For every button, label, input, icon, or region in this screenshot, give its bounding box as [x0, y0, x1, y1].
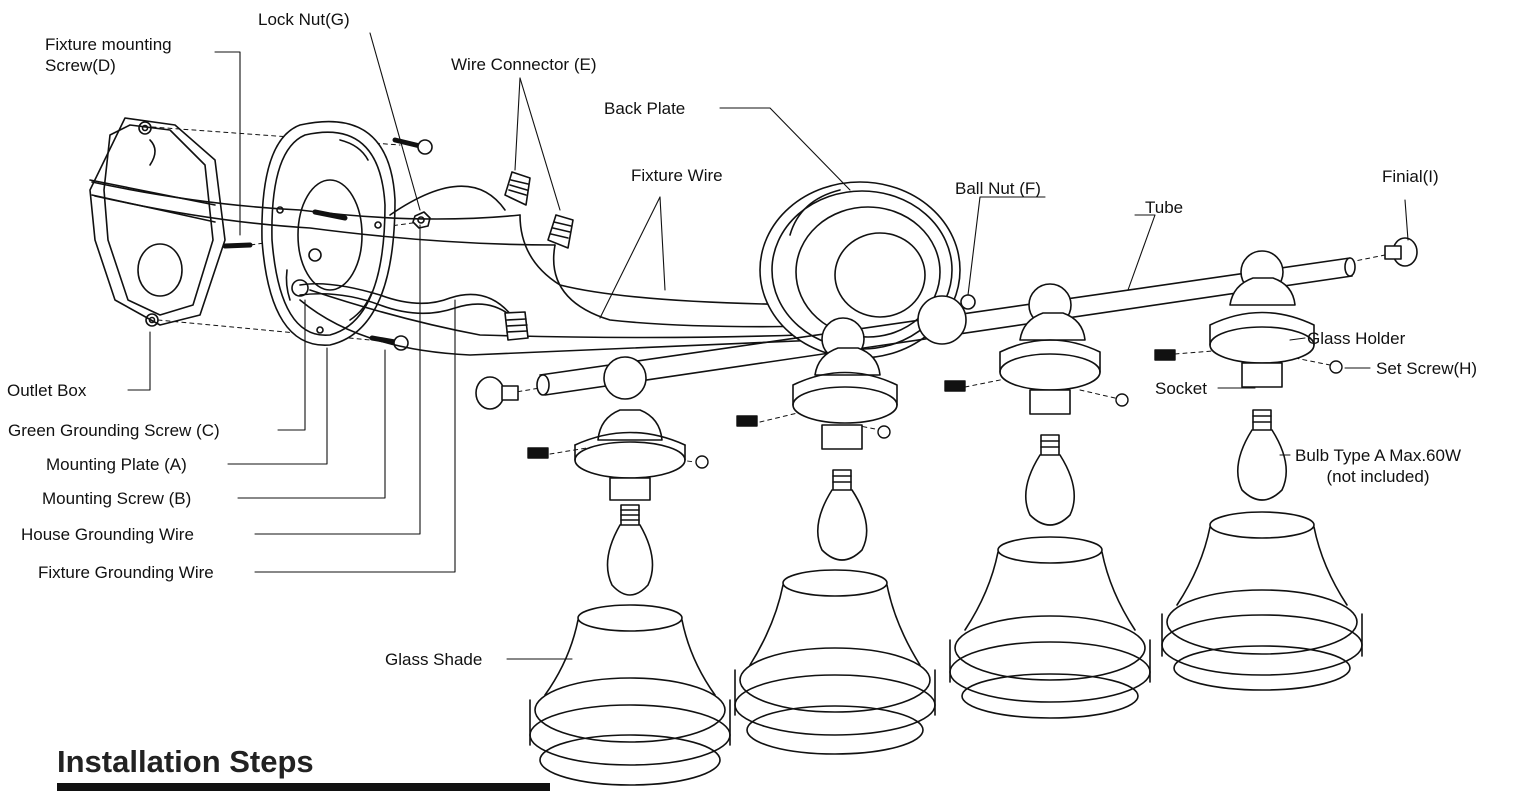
outlet-box-drawing: [89, 117, 226, 327]
lamp-assemblies-drawing: [529, 277, 1363, 786]
wire-connectors-drawing: [504, 171, 574, 341]
label-bulb-type: Bulb Type A Max.60W (not included): [1295, 446, 1461, 486]
label-fixture-mounting-screw: Fixture mounting Screw(D): [45, 35, 172, 75]
heading-underline: [57, 783, 550, 791]
label-mounting-plate: Mounting Plate (A): [46, 455, 187, 474]
label-mounting-screw: Mounting Screw (B): [42, 489, 192, 508]
back-plate-drawing: [759, 181, 961, 359]
label-tube: Tube: [1145, 198, 1184, 217]
label-set-screw: Set Screw(H): [1376, 359, 1478, 378]
label-back-plate: Back Plate: [604, 99, 686, 118]
label-lock-nut: Lock Nut(G): [258, 10, 350, 29]
label-green-grounding-screw: Green Grounding Screw (C): [8, 421, 220, 440]
set-screws-drawing: [527, 349, 1343, 469]
finials-drawing: [475, 237, 1418, 410]
leader-lines: [127, 32, 1409, 660]
label-glass-holder: Glass Holder: [1307, 329, 1406, 348]
section-heading: Installation Steps: [57, 744, 314, 779]
label-finial: Finial(I): [1382, 167, 1439, 186]
label-fixture-wire: Fixture Wire: [631, 166, 723, 185]
label-ball-nut: Ball Nut (F): [955, 179, 1041, 198]
label-fixture-grounding-wire: Fixture Grounding Wire: [38, 563, 214, 582]
mounting-plate-drawing: [261, 120, 396, 346]
label-outlet-box: Outlet Box: [7, 381, 87, 400]
label-glass-shade: Glass Shade: [385, 650, 483, 669]
wires-drawing: [91, 181, 861, 356]
label-socket: Socket: [1155, 379, 1207, 398]
label-wire-connector: Wire Connector (E): [451, 55, 597, 74]
screws-drawing: [222, 137, 433, 351]
label-house-grounding-wire: House Grounding Wire: [21, 525, 194, 544]
